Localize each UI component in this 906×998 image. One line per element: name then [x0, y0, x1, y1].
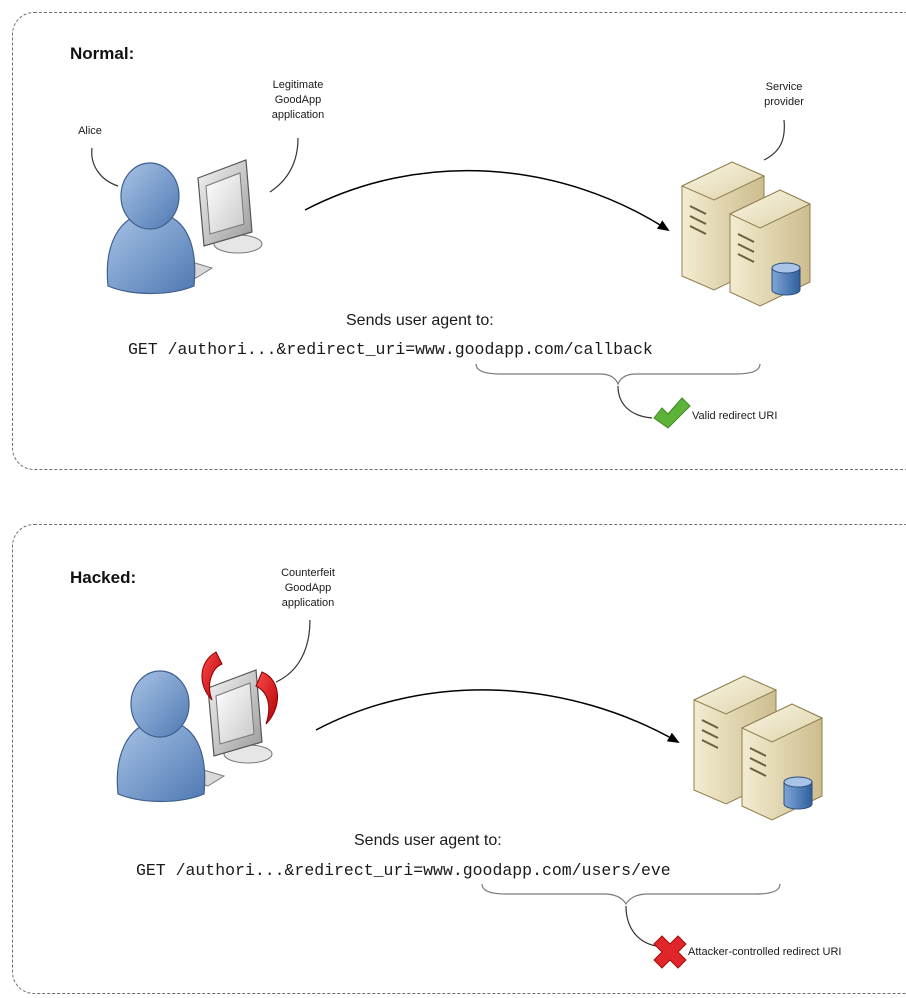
counterfeit-app-label: Counterfeit GoodApp application — [281, 567, 335, 609]
normal-result-text: Valid redirect URI — [692, 410, 778, 422]
normal-request-arrow — [304, 169, 670, 232]
normal-heading: Normal: — [70, 44, 135, 63]
left-horn-icon — [201, 651, 223, 701]
normal-result-callout — [617, 385, 653, 419]
hacked-uri-brace — [481, 883, 781, 906]
app-callout-line — [269, 137, 299, 193]
hacked-result-text: Attacker-controlled redirect URI — [688, 946, 842, 958]
hacked-result-callout — [625, 905, 657, 947]
x-icon — [653, 935, 687, 969]
normal-uri-brace — [475, 363, 761, 386]
hacked-request-arrow — [315, 689, 680, 743]
normal-caption: Sends user agent to: — [346, 312, 494, 329]
hacked-server-icon — [692, 675, 824, 821]
app-label: Legitimate GoodApp application — [271, 79, 325, 121]
server-label: Service provider — [764, 81, 804, 108]
normal-panel — [12, 12, 906, 470]
hacked-user-icon — [116, 670, 206, 803]
normal-server-icon — [680, 161, 812, 307]
checkmark-icon — [653, 397, 691, 429]
hacked-computer-icon — [172, 651, 279, 787]
alice-label: Alice — [78, 125, 102, 137]
server-callout-line — [763, 119, 785, 161]
alice-callout-line — [91, 147, 119, 187]
hacked-panel — [12, 524, 906, 994]
hacked-caption: Sends user agent to: — [354, 832, 502, 849]
hacked-request-url: GET /authori...&redirect_uri=www.goodapp… — [136, 861, 671, 880]
normal-user-icon — [106, 162, 196, 295]
counterfeit-callout-line — [275, 619, 311, 683]
normal-request-url: GET /authori...&redirect_uri=www.goodapp… — [128, 340, 653, 359]
right-horn-icon — [255, 671, 279, 725]
hacked-heading: Hacked: — [70, 568, 137, 587]
